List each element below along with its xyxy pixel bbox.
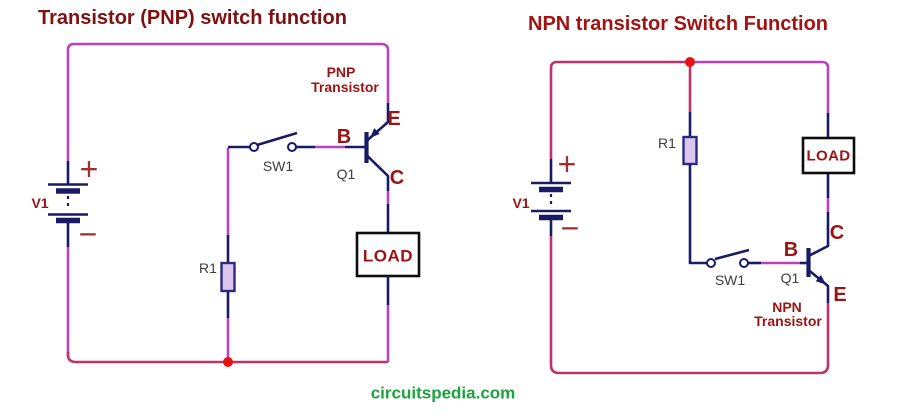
pnp-wire-bottom [66, 352, 388, 364]
npn-resistor-label: R1 [658, 135, 676, 151]
npn-resistor: R1 [658, 112, 707, 265]
npn-emitter-arrow-icon [815, 275, 826, 285]
npn-circuit: NPN transistor Switch Function + − V1 [512, 13, 856, 375]
pnp-battery: + − V1 [31, 151, 98, 252]
pnp-battery-minus-sign: − [79, 216, 98, 252]
npn-wire-bottom-loop [549, 236, 830, 375]
npn-resistor-body [682, 135, 698, 166]
npn-junction-dot [685, 57, 695, 67]
pnp-wire-top-loop [66, 42, 390, 161]
npn-switch-label: SW1 [715, 272, 746, 288]
pnp-resistor: R1 [199, 235, 236, 318]
pnp-switch-contact-right [287, 142, 297, 152]
npn-transistor-collector-lead [807, 212, 830, 258]
pnp-terminal-base: B [337, 126, 351, 148]
npn-switch-contact-right [739, 258, 749, 268]
npn-battery-label: V1 [512, 195, 529, 211]
pnp-resistor-label: R1 [199, 260, 217, 276]
npn-load-label: LOAD [806, 148, 850, 165]
npn-switch: SW1 [706, 248, 761, 288]
npn-battery-plus-sign: + [558, 146, 577, 182]
pnp-resistor-body [220, 261, 236, 293]
npn-type-label-line1: NPN [772, 299, 802, 315]
pnp-transistor-collector-lead [365, 154, 390, 191]
pnp-transistor-emitter-lead [365, 103, 390, 142]
pnp-type-label-line2: Transistor [311, 79, 379, 95]
pnp-load-label: LOAD [363, 247, 413, 266]
npn-transistor: B C E Q1 NPN Transistor [754, 173, 847, 329]
npn-wire-top-left [549, 60, 690, 159]
npn-load-box [801, 136, 856, 175]
pnp-type-label-line1: PNP [327, 64, 356, 80]
pnp-transistor: B E C Q1 PNP Transistor [311, 64, 404, 233]
npn-terminal-base: B [784, 239, 798, 261]
pnp-load-box [355, 231, 421, 278]
watermark-text: circuitspedia.com [371, 384, 516, 403]
npn-battery-minus-sign: − [561, 210, 580, 246]
pnp-switch-contact-left [249, 142, 259, 152]
pnp-terminal-emitter: E [387, 108, 400, 130]
npn-type-label-line2: Transistor [754, 313, 822, 329]
pnp-terminal-collector: C [390, 167, 404, 189]
npn-terminal-collector: C [830, 222, 844, 244]
npn-transistor-ref: Q1 [781, 270, 800, 286]
npn-battery: + − V1 [512, 146, 579, 246]
npn-switch-blade [714, 248, 750, 261]
npn-resistor-lead-bottom [688, 164, 707, 265]
pnp-transistor-ref: Q1 [337, 166, 356, 182]
npn-switch-contact-left [706, 258, 716, 268]
pnp-switch-blade [256, 131, 298, 147]
pnp-battery-label: V1 [31, 195, 48, 211]
npn-load: LOAD [801, 113, 856, 175]
npn-title: NPN transistor Switch Function [528, 13, 828, 35]
pnp-battery-plus-sign: + [80, 151, 99, 187]
pnp-switch-label: SW1 [263, 158, 294, 174]
pnp-junction-dot [223, 357, 233, 367]
pnp-emitter-arrow-icon [370, 128, 380, 138]
npn-wire-top-right [690, 60, 830, 113]
pnp-circuit: Transistor (PNP) switch function + − V1 [31, 7, 421, 367]
pnp-switch: SW1 [228, 131, 315, 174]
npn-transistor-emitter-lead [807, 268, 830, 303]
npn-terminal-emitter: E [833, 284, 846, 306]
pnp-load: LOAD [355, 231, 421, 305]
pnp-title: Transistor (PNP) switch function [38, 7, 347, 29]
